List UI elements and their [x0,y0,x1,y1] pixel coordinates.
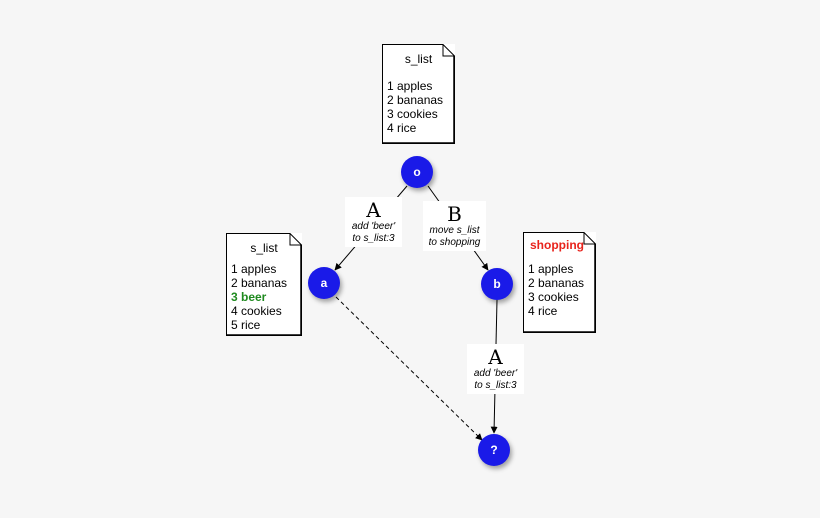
node-a: a [308,267,340,299]
doc-origin: s_list 1 apples 2 bananas 3 cookies 4 ri… [382,44,455,144]
operation-letter: A [366,198,381,222]
list-item: 5 rice [231,318,261,332]
list-item: 2 bananas [528,276,585,290]
doc-icon [226,233,302,336]
list-item: 3 cookies [528,290,579,304]
operation-label-b: B move s_list to shopping [423,201,486,251]
list-item: 3 cookies [387,107,438,121]
operation-label-a: A add 'beer' to s_list:3 [345,197,402,247]
doc-title: s_list [250,241,278,255]
list-item: 1 apples [528,262,574,276]
operation-desc: to s_list:3 [474,380,517,391]
edge-a-to-merge-dashed [335,296,483,441]
list-item: 1 apples [387,79,433,93]
doc-items: 1 apples 2 bananas 3 beer 4 cookies 5 ri… [231,262,287,332]
operation-letter: A [488,345,503,369]
doc-icon [382,44,455,144]
list-item: 1 apples [231,262,277,276]
node-merge: ? [478,434,510,466]
node-b: b [481,268,513,300]
doc-icon [523,232,596,333]
operation-letter: B [447,202,462,226]
operation-label-b-then-a: A add 'beer' to s_list:3 [467,344,524,394]
doc-title: s_list [404,52,433,66]
list-item: 2 bananas [387,93,444,107]
operation-desc: add 'beer' [351,221,396,232]
doc-branch-b: shopping 1 apples 2 bananas 3 cookies 4 … [523,232,596,333]
list-item: 4 rice [387,121,417,135]
list-item: 2 bananas [231,276,288,290]
list-item-highlighted: 3 beer [231,290,267,304]
doc-title-renamed: shopping [530,238,584,252]
doc-items: 1 apples 2 bananas 3 cookies 4 rice [387,79,443,135]
doc-items: 1 apples 2 bananas 3 cookies 4 rice [528,262,584,318]
operation-desc: to s_list:3 [352,233,395,244]
operation-desc: move s_list [429,225,480,236]
operation-desc: to shopping [428,237,481,248]
list-item: 4 cookies [231,304,282,318]
doc-branch-a: s_list 1 apples 2 bananas 3 beer 4 cooki… [226,233,302,336]
node-o: o [401,156,433,188]
operation-desc: add 'beer' [473,368,518,379]
list-item: 4 rice [528,304,558,318]
